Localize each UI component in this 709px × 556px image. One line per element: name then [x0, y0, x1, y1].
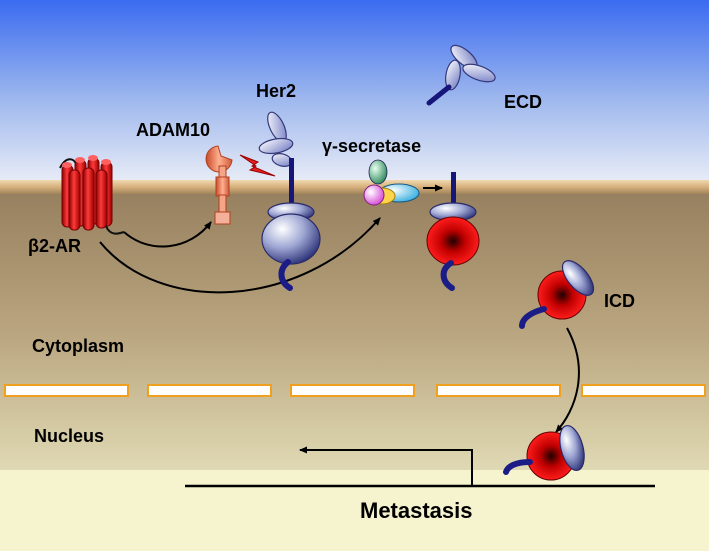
beta2-ar-label: β2-AR — [28, 236, 81, 256]
transcription-start-arrow — [299, 446, 473, 486]
icd-fragment-icon — [519, 260, 595, 329]
her2-label: Her2 — [256, 81, 297, 101]
nuclear-icd-icon — [503, 425, 585, 481]
cytoplasm-region — [0, 192, 709, 472]
cytoplasm-label: Cytoplasm — [32, 336, 125, 356]
nuclear-envelope — [4, 384, 706, 397]
her2-receptor-icon — [258, 111, 321, 291]
adam10-label: ADAM10 — [136, 120, 211, 140]
ecd-label: ECD — [504, 92, 543, 112]
metastasis-label: Metastasis — [360, 498, 473, 523]
gamma-secretase-complex-icon — [363, 159, 420, 206]
cleavage-bolt-icon — [239, 154, 276, 177]
arrow-b2ar-to-gamma-secretase — [99, 217, 381, 294]
extracellular-region — [0, 0, 709, 182]
arrow-b2ar-to-adam10 — [123, 221, 212, 248]
ecd-fragment-icon — [426, 44, 496, 106]
icd-label: ICD — [604, 291, 635, 311]
beta2-ar-receptor-icon — [59, 155, 125, 235]
gamma-secretase-label: γ-secretase — [322, 136, 422, 156]
nucleus-region — [0, 470, 709, 551]
nucleus-label: Nucleus — [34, 426, 105, 446]
adam10-protease-icon — [205, 145, 233, 225]
cell-membrane — [0, 180, 709, 194]
cleaved-her2-icon — [426, 172, 480, 291]
arrow-icd-to-nucleus — [555, 327, 580, 433]
